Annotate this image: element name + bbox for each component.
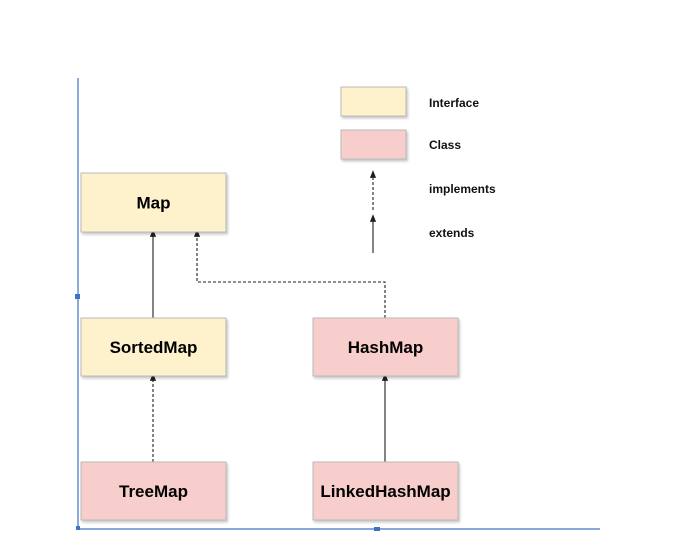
node-hashmap[interactable]: HashMap [312, 317, 459, 377]
legend-implements-label: implements [429, 182, 496, 196]
node-treemap[interactable]: TreeMap [80, 461, 227, 521]
resize-handle-left[interactable] [75, 294, 80, 299]
node-treemap-box[interactable] [80, 461, 227, 521]
node-linkedhashmap-label: LinkedHashMap [320, 482, 450, 501]
legend-interface-swatch [340, 86, 407, 117]
node-sortedmap-label: SortedMap [110, 338, 198, 357]
legend-class-swatch [340, 129, 407, 160]
legend-interface-label: Interface [429, 96, 479, 110]
node-hashmap-box[interactable] [312, 317, 459, 377]
legend-extends-label: extends [429, 226, 475, 240]
node-linkedhashmap[interactable]: LinkedHashMap [312, 461, 459, 521]
node-sortedmap[interactable]: SortedMap [80, 317, 227, 377]
legend-class-label: Class [429, 138, 461, 152]
edge-hashmap-implements-map [193, 229, 386, 318]
node-hashmap-label: HashMap [348, 338, 424, 357]
resize-handle-bottom[interactable] [374, 527, 380, 531]
node-map-box[interactable] [80, 172, 227, 233]
node-treemap-label: TreeMap [119, 482, 188, 501]
legend: Interface Class implements extends [340, 86, 496, 253]
node-sortedmap-box[interactable] [80, 317, 227, 377]
node-linkedhashmap-box[interactable] [312, 461, 459, 521]
edges [149, 229, 389, 462]
node-map[interactable]: Map [80, 172, 227, 233]
resize-handle-bottom-left[interactable] [76, 526, 80, 530]
node-map-label: Map [137, 194, 171, 213]
